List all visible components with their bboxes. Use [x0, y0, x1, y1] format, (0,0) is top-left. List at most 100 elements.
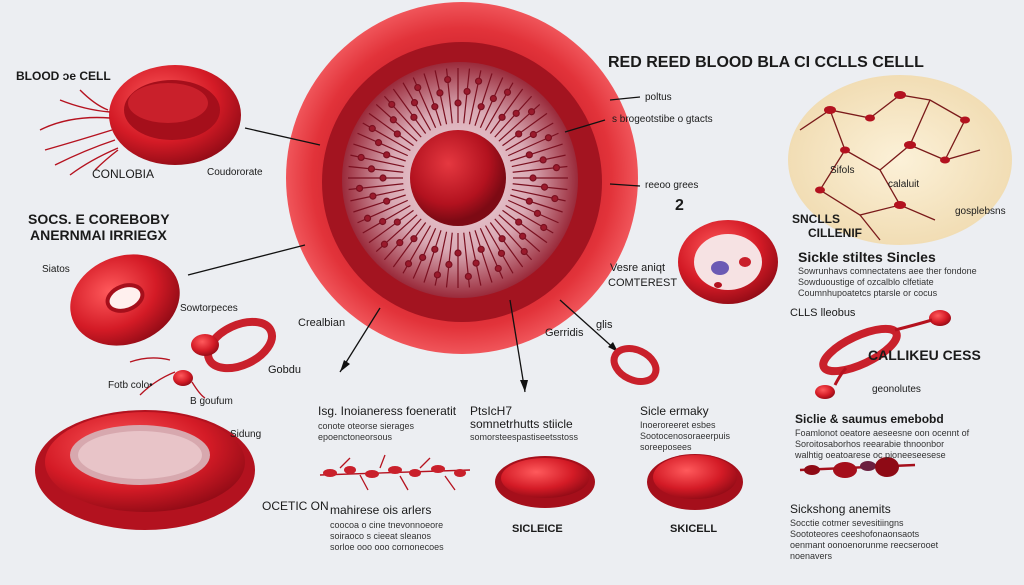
filament-line: [402, 82, 432, 131]
middle-1-title: Isg. Inoianeress foeneratit: [318, 404, 457, 418]
filament-line: [357, 132, 408, 157]
filament-dot: [433, 271, 442, 279]
label-snclls-2: CILLENIF: [808, 226, 862, 240]
rbc-ring-right: [678, 220, 778, 304]
label-conlobia: CONLOBIA: [92, 167, 155, 181]
rbc-disc-bottom-left: [35, 410, 255, 530]
right-mid-body: Foamlonot oeatore aeseesne oon ocennt of…: [795, 428, 970, 460]
filament-dot: [431, 245, 439, 253]
middle-3-body: Inoeroreeret esbes Sootocenosoraeerpuis …: [640, 420, 731, 452]
filament-dot: [520, 247, 528, 256]
central-cell-cross-section: [286, 2, 638, 354]
label-sowtorpeces: Sowtorpeces: [180, 303, 238, 314]
branching-cells-bottom: [319, 454, 471, 491]
filament-dot: [544, 134, 553, 142]
filament-line: [423, 230, 442, 283]
filament-line: [353, 194, 406, 213]
rbc-oval-bottom-mid: [495, 456, 595, 508]
pointer-lines: [187, 96, 641, 393]
filament-dot: [419, 253, 427, 262]
capillaries-top-left: [39, 89, 119, 176]
label-fotb-colo: Fotb colo•: [108, 380, 153, 391]
label-sickshong: Sickshong anemits: [790, 502, 891, 516]
filament-line: [362, 204, 411, 234]
filament-dot: [540, 183, 549, 191]
filament-dot: [464, 272, 472, 281]
filament-dot: [472, 259, 480, 267]
filament-line: [434, 70, 448, 125]
filament-dot: [552, 164, 561, 172]
filament-line: [502, 112, 548, 147]
filament-dot: [396, 239, 404, 247]
filament-dot: [404, 260, 413, 268]
rbc-top-left: [109, 65, 241, 165]
label-s-brogeot: s brogeotstibe o gtacts: [612, 114, 713, 125]
sickle-shape-right: [815, 310, 951, 399]
label-gobdu: Gobdu: [268, 364, 302, 376]
filament-line: [474, 230, 493, 283]
filament-dot: [454, 249, 462, 257]
filament-dot: [393, 218, 401, 226]
filament-dot: [497, 249, 506, 257]
filament-dot: [519, 232, 527, 240]
label-glis: glis: [596, 319, 613, 331]
label-sickle-lower: SICLEICE: [512, 523, 563, 535]
filament-line: [484, 225, 514, 274]
label-clls-lleobus: CLLS lleobus: [790, 307, 856, 319]
label-coudorate: Coudororate: [207, 167, 263, 178]
filament-line: [479, 77, 504, 128]
label-ocetic-on: OCETIC ON: [262, 499, 329, 513]
label-sidung: Sidung: [230, 429, 262, 440]
filament-line: [474, 73, 493, 126]
filament-dot: [355, 184, 364, 192]
filament-line: [383, 218, 422, 261]
label-reeoo-grees: reeoo grees: [645, 180, 699, 191]
label-siatos: Siatos: [42, 264, 70, 275]
filament-dot: [454, 99, 462, 107]
label-sickle-heading: Sickle stiltes Sincles: [798, 249, 936, 265]
filament-dot: [515, 218, 523, 226]
filament-dot: [383, 151, 391, 159]
filament-dot: [551, 194, 559, 203]
filament-dot: [369, 192, 377, 200]
filament-dot: [379, 217, 387, 226]
filament-dot: [380, 240, 389, 248]
filament-dot: [367, 165, 376, 173]
filament-dot: [525, 197, 533, 205]
diagram-title: RED REED BLOOD BLA CI CCLLS CELLL: [608, 54, 924, 71]
label-calluku: CALLIKEU CESS: [868, 347, 981, 363]
filament-line: [368, 209, 414, 244]
filament-dot: [539, 156, 547, 164]
filament-dot: [410, 235, 418, 243]
filament-line: [510, 194, 563, 213]
filament-dot: [389, 116, 397, 124]
filament-line: [468, 231, 482, 286]
filament-dot: [498, 235, 506, 243]
filament-dot: [527, 108, 536, 116]
filament-dot: [410, 113, 418, 121]
label-poltus: poltus: [645, 92, 672, 103]
filament-line: [511, 154, 566, 168]
filament-line: [392, 88, 427, 134]
filament-dot: [474, 77, 483, 85]
filament-line: [350, 188, 405, 202]
filament-dot: [489, 94, 497, 103]
label-number-2: 2: [675, 197, 684, 214]
filament-line: [375, 103, 418, 142]
filament-line: [505, 122, 554, 152]
filament-dot: [410, 99, 419, 107]
mahirese-body: coocoa o cine tnevonnoeore soiraoco s ci…: [330, 520, 444, 552]
sickle-heading-body: Sowrunhavs comnectatens aee ther fondone…: [798, 266, 977, 298]
filament-dot: [431, 103, 439, 111]
label-snclls-1: SNCLLS: [792, 212, 840, 226]
filament-line: [353, 143, 406, 162]
label-geonolutes: geonolutes: [872, 384, 921, 395]
filament-line: [508, 199, 559, 224]
filament-line: [489, 222, 524, 268]
filament-dot: [477, 103, 485, 111]
middle-2-title: PtsIcH7 somnetrhutts stiicle: [470, 404, 573, 431]
filament-dot: [383, 197, 391, 205]
filament-dot: [357, 153, 365, 162]
filament-line: [423, 73, 442, 126]
